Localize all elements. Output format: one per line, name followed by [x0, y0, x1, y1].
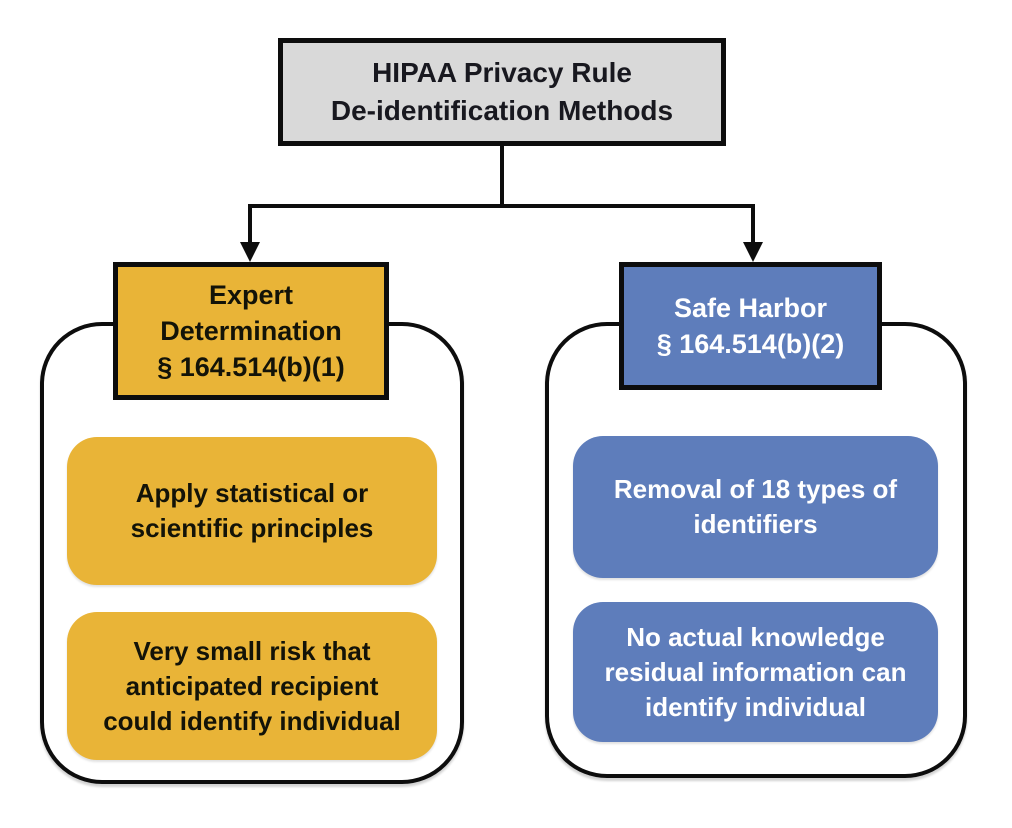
expert-item-small-risk: Very small risk that anticipated recipie… [67, 612, 437, 760]
safe-harbor-item-no-actual-knowledge: No actual knowledge residual information… [573, 602, 938, 742]
left-arrowhead-icon [240, 242, 260, 262]
expert-header-line3: § 164.514(b)(1) [157, 352, 345, 382]
root-title-box: HIPAA Privacy Rule De-identification Met… [278, 38, 726, 146]
safe-harbor-header-line1: Safe Harbor [673, 293, 828, 323]
safe-harbor-item-removal-identifiers: Removal of 18 types of identifiers [573, 436, 938, 578]
expert-item-statistical-principles: Apply statistical or scientific principl… [67, 437, 437, 585]
expert-header-line1: Expert [208, 280, 294, 310]
expert-header-line2: Determination [160, 316, 342, 346]
root-title-line1: HIPAA Privacy Rule [372, 57, 632, 88]
safe-harbor-header-box: Safe Harbor § 164.514(b)(2) [619, 262, 882, 390]
right-arrowhead-icon [743, 242, 763, 262]
safe-harbor-header-line2: § 164.514(b)(2) [656, 329, 845, 359]
expert-determination-header-box: Expert Determination § 164.514(b)(1) [113, 262, 389, 400]
root-title-line2: De-identification Methods [330, 95, 674, 126]
